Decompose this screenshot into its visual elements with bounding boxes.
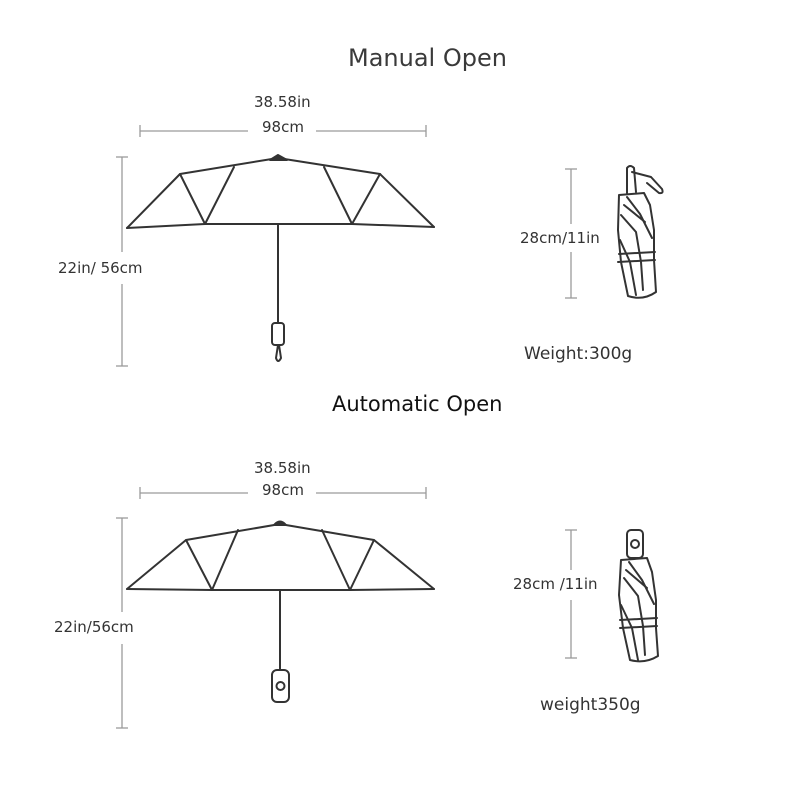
- manual-weight-label: Weight:300g: [524, 344, 633, 364]
- automatic-weight-label: weight350g: [540, 695, 641, 715]
- automatic-width-in-label: 38.58in: [254, 459, 311, 477]
- manual-open-title: Manual Open: [348, 44, 507, 72]
- automatic-height-dimension-line: [116, 517, 128, 729]
- manual-height-label: 22in/ 56cm: [58, 259, 143, 277]
- automatic-folded-umbrella-icon: [618, 529, 659, 663]
- manual-folded-umbrella-icon: [617, 165, 664, 299]
- manual-width-dimension-line: [139, 125, 427, 137]
- manual-folded-length-label: 28cm/11in: [520, 229, 600, 247]
- manual-width-in-label: 38.58in: [254, 93, 311, 111]
- automatic-folded-length-dimension-line: [565, 529, 577, 659]
- automatic-width-dimension-line: [139, 487, 427, 499]
- manual-width-cm-label: 98cm: [262, 118, 304, 136]
- manual-height-dimension-line: [116, 156, 128, 367]
- manual-folded-length-dimension-line: [565, 168, 577, 299]
- automatic-height-label: 22in/56cm: [54, 618, 134, 636]
- automatic-open-title: Automatic Open: [332, 392, 503, 416]
- manual-open-umbrella-icon: [126, 154, 435, 362]
- automatic-folded-length-label: 28cm /11in: [513, 575, 598, 593]
- automatic-open-umbrella-icon: [126, 520, 435, 703]
- automatic-width-cm-label: 98cm: [262, 481, 304, 499]
